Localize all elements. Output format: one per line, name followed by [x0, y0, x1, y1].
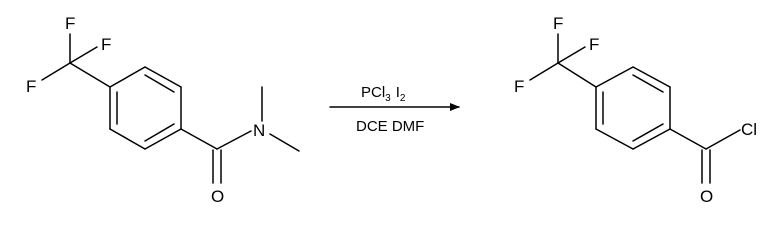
reactant-cf3-bonds	[41, 33, 111, 88]
reagent-iodine: I	[396, 84, 400, 101]
product-fluorine-top: F	[553, 14, 563, 33]
reactant-amide-bonds	[180, 86, 300, 184]
reactant-nitrogen-atom: N	[253, 121, 265, 140]
product-acyl-chloride-bonds	[669, 128, 741, 184]
reactant-oxygen-atom: O	[211, 187, 224, 206]
reagent-pcl3: PCl	[361, 84, 385, 101]
product-chlorine-atom: Cl	[741, 120, 757, 139]
reactant-molecule: F F F N O	[26, 14, 300, 206]
product-fluorine-left: F	[514, 77, 524, 96]
product-fluorine-right: F	[589, 35, 599, 54]
reagent-iodine-subscript: 2	[400, 93, 406, 104]
reagent-pcl3-subscript: 3	[385, 93, 391, 104]
product-oxygen-atom: O	[700, 187, 713, 206]
reactant-benzene-ring	[109, 66, 182, 150]
product-benzene-ring	[595, 66, 671, 150]
reactant-fluorine-top: F	[65, 14, 75, 33]
product-molecule: F F F Cl O	[514, 14, 757, 206]
solvents-below-arrow: DCE DMF	[356, 118, 424, 135]
product-cf3-bonds	[529, 33, 597, 88]
reactant-fluorine-left: F	[26, 77, 36, 96]
reactant-fluorine-right: F	[101, 35, 111, 54]
